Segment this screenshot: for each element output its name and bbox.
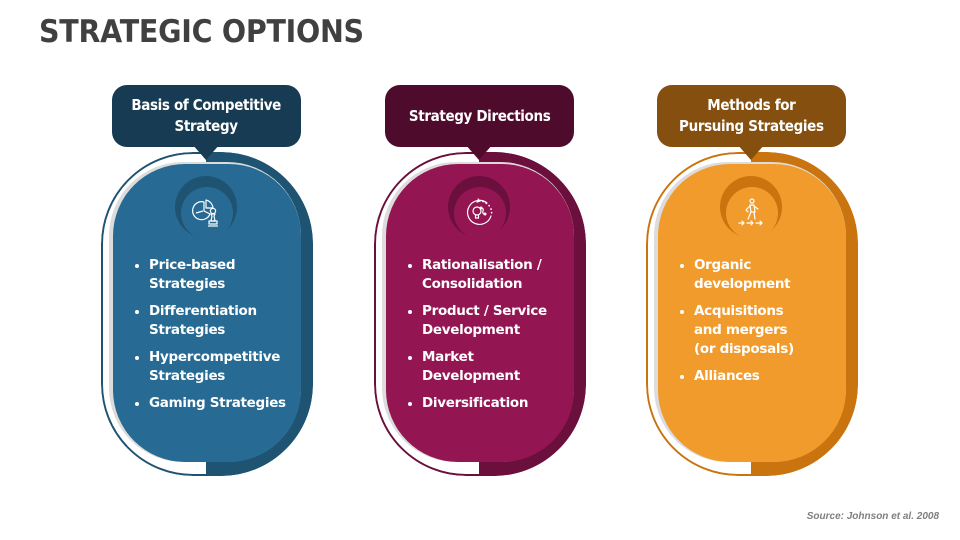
heading-pointer — [192, 144, 220, 160]
list-item: Rationalisation / Consolidation — [407, 256, 577, 294]
lightbulb-cycle-icon — [454, 187, 506, 239]
card-heading: Strategy Directions — [385, 85, 574, 147]
page-title: STRATEGIC OPTIONS — [39, 14, 364, 50]
card-heading: Basis of Competitive Strategy — [112, 85, 301, 147]
list-item: Gaming Strategies — [134, 394, 304, 413]
list-item: Alliances — [679, 367, 849, 386]
card-heading-text: Methods for Pursuing Strategies — [679, 96, 824, 135]
list-item: Price-based Strategies — [134, 256, 304, 294]
bullet-list: Price-based Strategies Differentiation S… — [134, 256, 304, 421]
person-walking-arrows-icon — [726, 187, 778, 239]
card-competitive-strategy: Basis of Competitive Strategy Price-base… — [101, 84, 315, 480]
list-item: Differentiation Strategies — [134, 302, 304, 340]
list-item: Diversification — [407, 394, 577, 413]
card-pursuing-methods: Methods for Pursuing Strategies Organic … — [646, 84, 860, 480]
card-heading-text: Basis of Competitive Strategy — [131, 96, 282, 135]
card-heading-text: Strategy Directions — [408, 106, 551, 125]
heading-pointer — [737, 144, 765, 160]
source-citation: Source: Johnson et al. 2008 — [806, 511, 939, 522]
list-item: Product / Service Development — [407, 302, 577, 340]
bullet-list: Rationalisation / Consolidation Product … — [407, 256, 577, 421]
list-item: Hypercompetitive Strategies — [134, 348, 304, 386]
list-item: Market Development — [407, 348, 577, 386]
heading-pointer — [465, 144, 493, 160]
list-item: Organic development — [679, 256, 849, 294]
card-heading: Methods for Pursuing Strategies — [657, 85, 846, 147]
list-item: Acquisitions and mergers (or disposals) — [679, 302, 849, 359]
bullet-list: Organic development Acquisitions and mer… — [679, 256, 849, 394]
card-strategy-directions: Strategy Directions Rationalisation / Co… — [374, 84, 588, 480]
pie-chart-chess-pawn-icon — [181, 187, 233, 239]
